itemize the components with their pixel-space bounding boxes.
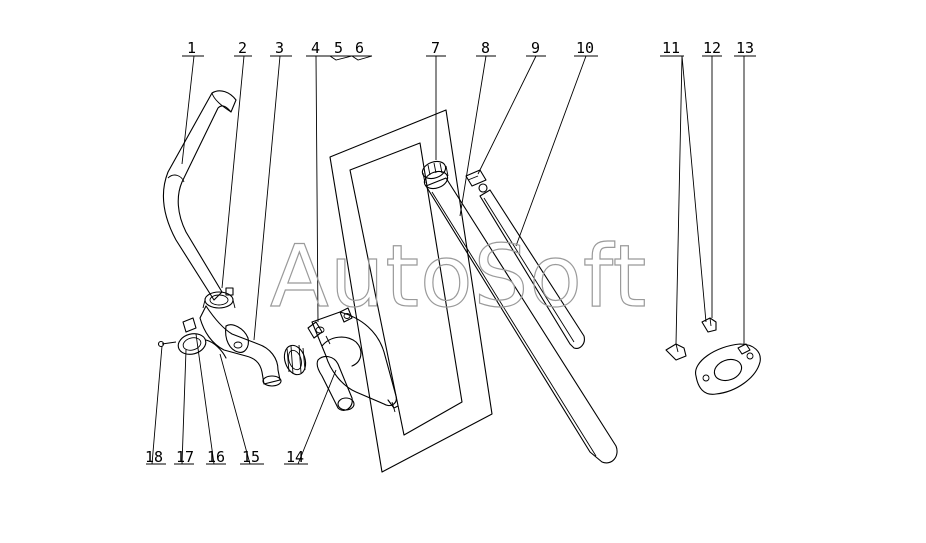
callout-17: 17	[176, 448, 194, 466]
part-4-5-6-filter-housing	[307, 307, 399, 413]
part-14-ring-clamp	[283, 344, 307, 376]
callout-16: 16	[207, 448, 225, 466]
callout-labels: 1 2 3 4 5 6 7 8 9 10 11 12 13 14 15 16 1…	[145, 39, 754, 466]
part-15-16-17-18-clamp-bolt	[157, 317, 227, 359]
callout-2: 2	[238, 39, 247, 57]
part-9-fitting	[465, 169, 488, 193]
callout-18: 18	[145, 448, 163, 466]
part-8-long-tube	[425, 177, 618, 464]
callout-7: 7	[431, 39, 440, 57]
part-10-short-tube	[479, 189, 585, 349]
callout-14: 14	[286, 448, 304, 466]
callout-1: 1	[187, 39, 196, 57]
callout-5: 5	[334, 39, 343, 57]
part-7-cap-nut	[421, 160, 449, 190]
callout-10: 10	[576, 39, 594, 57]
callout-12: 12	[703, 39, 721, 57]
watermark-text: AutoSoft	[270, 227, 647, 327]
callout-3: 3	[275, 39, 284, 57]
part-2-hose-clamp	[202, 287, 236, 309]
part-1-bent-hose	[162, 90, 237, 301]
element-frame	[329, 109, 493, 473]
leader-lines	[146, 55, 756, 465]
callout-8: 8	[481, 39, 490, 57]
part-3-elbow-pipe	[199, 305, 282, 387]
callout-13: 13	[736, 39, 754, 57]
callout-15: 15	[242, 448, 260, 466]
callout-11: 11	[662, 39, 680, 57]
callout-4: 4	[311, 39, 320, 57]
callout-9: 9	[531, 39, 540, 57]
callout-6: 6	[355, 39, 364, 57]
part-11-12-13-flange-bolts	[665, 317, 761, 395]
